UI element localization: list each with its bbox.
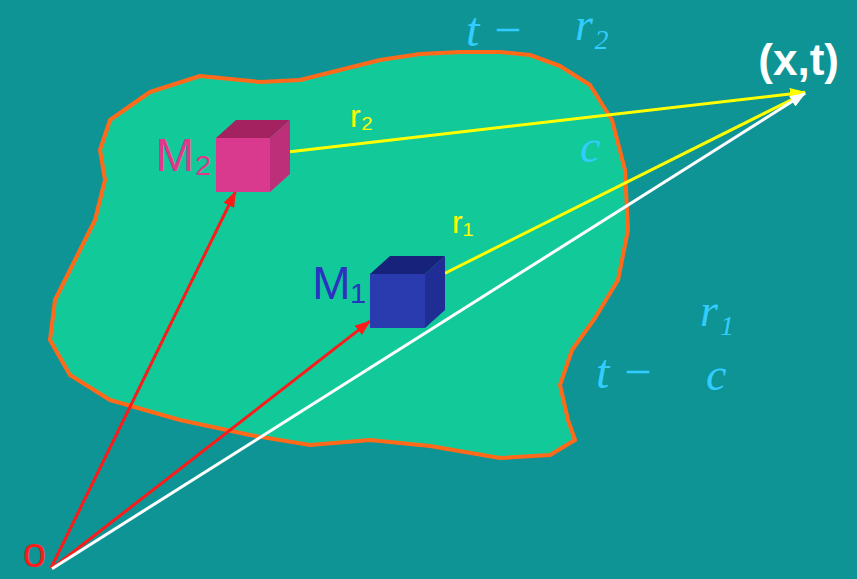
field-point: (x,t) (805, 90, 809, 94)
cube-side (425, 256, 445, 328)
cube-front (216, 138, 270, 192)
retarded-time-term: t − (466, 6, 524, 54)
distance-label: r₁ (452, 206, 473, 238)
point-label: (x,t) (758, 38, 839, 82)
position-arrow (52, 93, 805, 568)
mass-label: M₁ (312, 260, 366, 306)
mass-label: M₂ (156, 132, 212, 178)
origin-label: o (23, 532, 46, 574)
mass-element: M₂ (216, 120, 290, 192)
fraction-denominator: c (580, 124, 600, 170)
distance-arrow (445, 93, 805, 273)
cube-symbol (216, 120, 290, 192)
position-arrow (52, 321, 370, 568)
distance-label: r₂ (350, 100, 373, 132)
fraction-denominator: c (706, 352, 726, 398)
mass-element: M₁ (370, 256, 445, 328)
origin-point: o (48, 568, 52, 572)
fraction-numerator: r₂ (575, 2, 609, 48)
fraction-numerator: r₁ (700, 288, 734, 334)
retarded-time-term: t − (596, 348, 654, 396)
cube-side (270, 120, 290, 192)
cube-symbol (370, 256, 445, 328)
cube-front (370, 274, 425, 328)
body-region (50, 52, 628, 458)
